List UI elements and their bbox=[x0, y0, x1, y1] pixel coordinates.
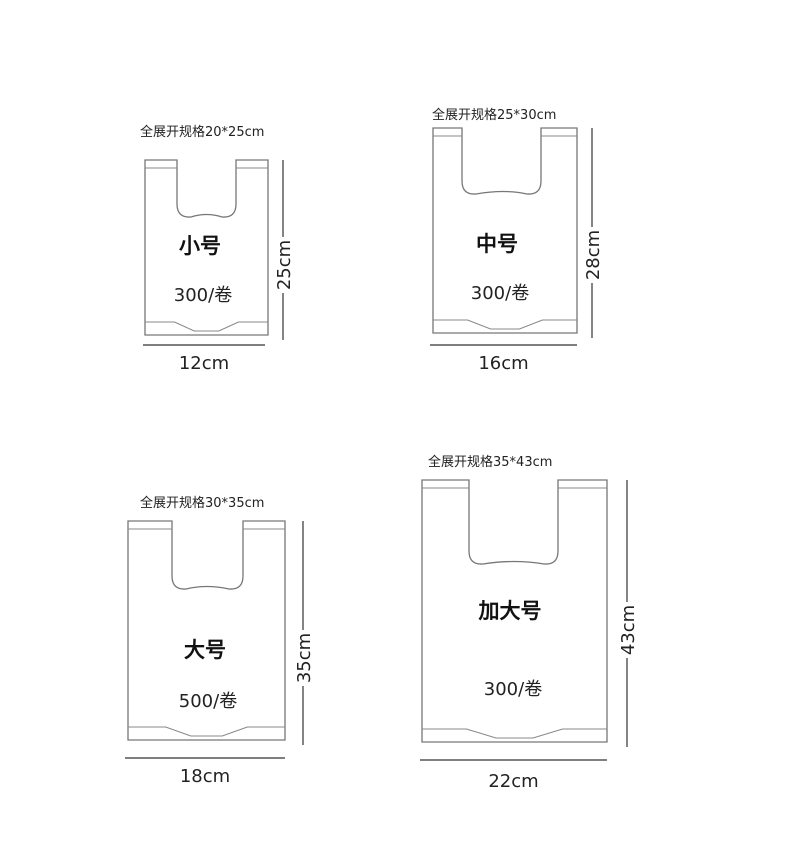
bag-item: 全展开规格20*25cm 小号 300/卷 12cm 25cm bbox=[140, 124, 295, 374]
spec-label: 全展开规格35*43cm bbox=[428, 454, 552, 470]
width-label: 16cm bbox=[478, 353, 528, 374]
bag-item: 全展开规格35*43cm 加大号 300/卷 22cm 43cm bbox=[420, 454, 639, 792]
spec-label: 全展开规格30*35cm bbox=[140, 495, 264, 511]
width-label: 12cm bbox=[179, 353, 229, 374]
bag-item: 全展开规格30*35cm 大号 500/卷 18cm 35cm bbox=[125, 495, 315, 787]
height-label: 28cm bbox=[583, 230, 604, 280]
size-name: 小号 bbox=[179, 234, 221, 258]
height-label: 43cm bbox=[618, 605, 639, 655]
roll-count: 300/卷 bbox=[484, 679, 542, 700]
label-gap bbox=[291, 630, 315, 686]
bottom-seal-line bbox=[433, 319, 577, 330]
roll-count: 300/卷 bbox=[471, 283, 529, 304]
label-gap bbox=[580, 227, 604, 283]
bag-outline bbox=[432, 127, 578, 334]
bottom-seal-line bbox=[145, 321, 268, 332]
bag-item: 全展开规格25*30cm 中号 300/卷 16cm 28cm bbox=[430, 107, 604, 374]
bag-outline bbox=[421, 479, 608, 743]
bottom-seal-line bbox=[128, 726, 285, 737]
bag-outline bbox=[127, 520, 286, 741]
width-label: 22cm bbox=[488, 771, 538, 792]
spec-label: 全展开规格20*25cm bbox=[140, 124, 264, 140]
label-gap bbox=[271, 237, 295, 293]
bag-outline bbox=[144, 159, 269, 336]
size-name: 中号 bbox=[476, 232, 518, 256]
spec-label: 全展开规格25*30cm bbox=[432, 107, 556, 123]
size-name: 加大号 bbox=[478, 599, 542, 623]
bottom-seal-line bbox=[422, 728, 607, 739]
label-gap bbox=[615, 602, 639, 658]
height-label: 25cm bbox=[274, 240, 295, 290]
roll-count: 500/卷 bbox=[179, 691, 237, 712]
height-label: 35cm bbox=[294, 633, 315, 683]
size-name: 大号 bbox=[184, 638, 226, 662]
roll-count: 300/卷 bbox=[174, 285, 232, 306]
width-label: 18cm bbox=[180, 766, 230, 787]
